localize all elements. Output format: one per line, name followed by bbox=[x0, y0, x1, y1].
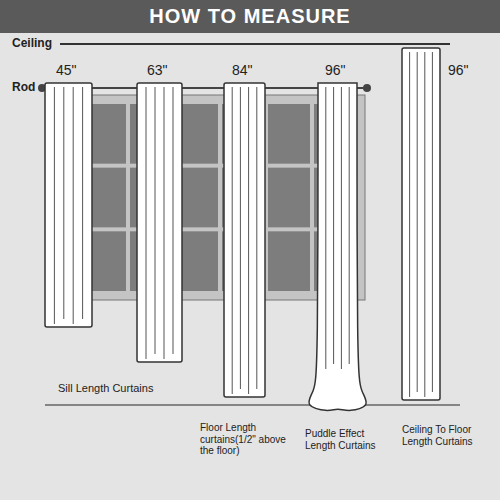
curtain-fold bbox=[164, 87, 165, 359]
curtain-fold bbox=[232, 87, 233, 394]
rod-finial bbox=[363, 84, 371, 92]
style-label: Ceiling To Floor Length Curtains bbox=[402, 424, 482, 447]
style-label: Floor Length curtains(1/2" above the flo… bbox=[200, 422, 300, 457]
curtain-fold bbox=[333, 87, 334, 364]
curtain-fold bbox=[73, 87, 74, 324]
length-label: 45" bbox=[56, 62, 77, 78]
ceiling-line bbox=[60, 43, 450, 45]
title: HOW TO MEASURE bbox=[0, 0, 500, 33]
length-label: 96" bbox=[448, 62, 469, 78]
curtain-fold bbox=[256, 87, 257, 389]
curtain-fold bbox=[54, 87, 55, 324]
curtain-panel bbox=[309, 83, 366, 410]
window-panes bbox=[84, 104, 356, 291]
curtain-fold bbox=[432, 52, 433, 392]
curtain-fold bbox=[173, 87, 174, 354]
curtain-panel bbox=[402, 48, 440, 400]
curtains bbox=[45, 48, 440, 410]
curtain-fold bbox=[409, 52, 410, 397]
style-label: Sill Length Curtains bbox=[58, 382, 153, 395]
curtain-fold bbox=[146, 87, 147, 359]
curtain-fold bbox=[240, 87, 241, 389]
curtain-fold bbox=[341, 87, 342, 369]
ceiling-label: Ceiling bbox=[12, 37, 52, 51]
window-pane bbox=[268, 168, 310, 228]
window-pane bbox=[268, 104, 310, 164]
length-label: 96" bbox=[325, 62, 346, 78]
curtain-fold bbox=[63, 87, 64, 319]
style-label: Puddle Effect Length Curtains bbox=[305, 428, 397, 451]
length-label: 63" bbox=[147, 62, 168, 78]
curtain-panel bbox=[224, 83, 265, 397]
curtain-fold bbox=[82, 87, 83, 319]
curtain-fold bbox=[349, 87, 350, 364]
length-label: 84" bbox=[232, 62, 253, 78]
curtain-fold bbox=[325, 87, 326, 369]
curtain-fold bbox=[424, 52, 425, 397]
curtain-panel bbox=[137, 83, 182, 362]
floor-line bbox=[45, 404, 460, 406]
curtain-panel bbox=[45, 83, 92, 327]
rod-label: Rod bbox=[12, 81, 35, 95]
window-pane bbox=[268, 231, 310, 291]
curtain-fold bbox=[155, 87, 156, 354]
curtain-fold bbox=[248, 87, 249, 394]
curtain-fold bbox=[417, 52, 418, 392]
